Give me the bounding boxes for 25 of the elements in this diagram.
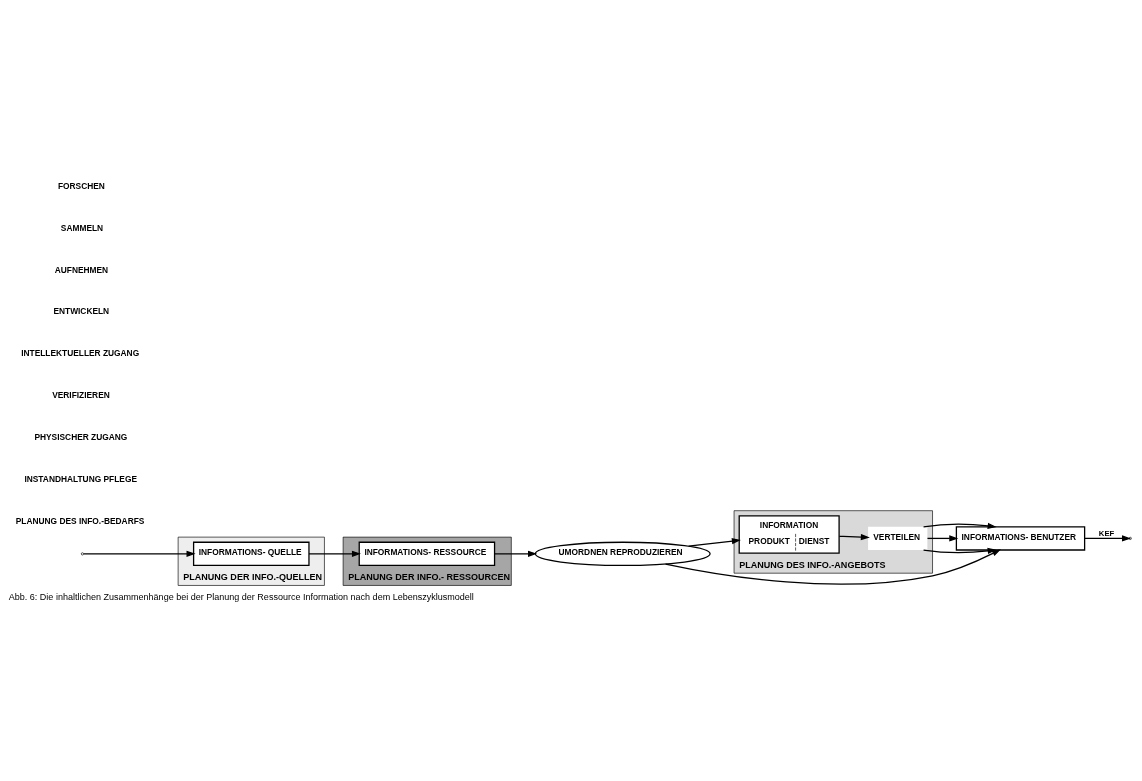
- arrow: [922, 522, 997, 529]
- node-box: INFORMATIONS- RESSOURCE: [358, 541, 496, 567]
- arrow: [494, 550, 538, 558]
- label: INTELLEKTUELLER ZUGANG: [21, 348, 140, 359]
- arrow: [687, 538, 741, 547]
- label: ENTWICKELN: [53, 306, 110, 317]
- label: AUFNEHMEN: [54, 264, 109, 275]
- arrow: [926, 535, 959, 542]
- label: INSTANDHALTUNG PFLEGE: [24, 473, 137, 484]
- arrow: [664, 549, 1002, 585]
- label: VERIFIZIEREN: [52, 390, 110, 401]
- arrow: [308, 550, 361, 558]
- arrow: [838, 533, 870, 541]
- node-box: VERTEILEN: [868, 526, 928, 550]
- label: FORSCHEN: [57, 180, 105, 191]
- label: SAMMELN: [60, 222, 104, 233]
- node-box: INFORMATIONS- BENUTZER: [955, 526, 1086, 551]
- label: PLANUNG DES INFO.-BEDARFS: [15, 515, 145, 526]
- arrow: [1084, 535, 1131, 542]
- arrow: [83, 550, 196, 558]
- node-ellipse: UMORDNEN REPRODUZIEREN: [534, 541, 711, 567]
- label: PHYSISCHER ZUGANG: [34, 432, 128, 443]
- node-box: INFORMATIONS- QUELLE: [192, 541, 310, 567]
- arrow: [922, 547, 997, 555]
- caption: Abb. 6: Die inhaltlichen Zusammenhänge bei der Planung der Ressource Information nach dem Lebenszyklusmodell: [8, 592, 474, 603]
